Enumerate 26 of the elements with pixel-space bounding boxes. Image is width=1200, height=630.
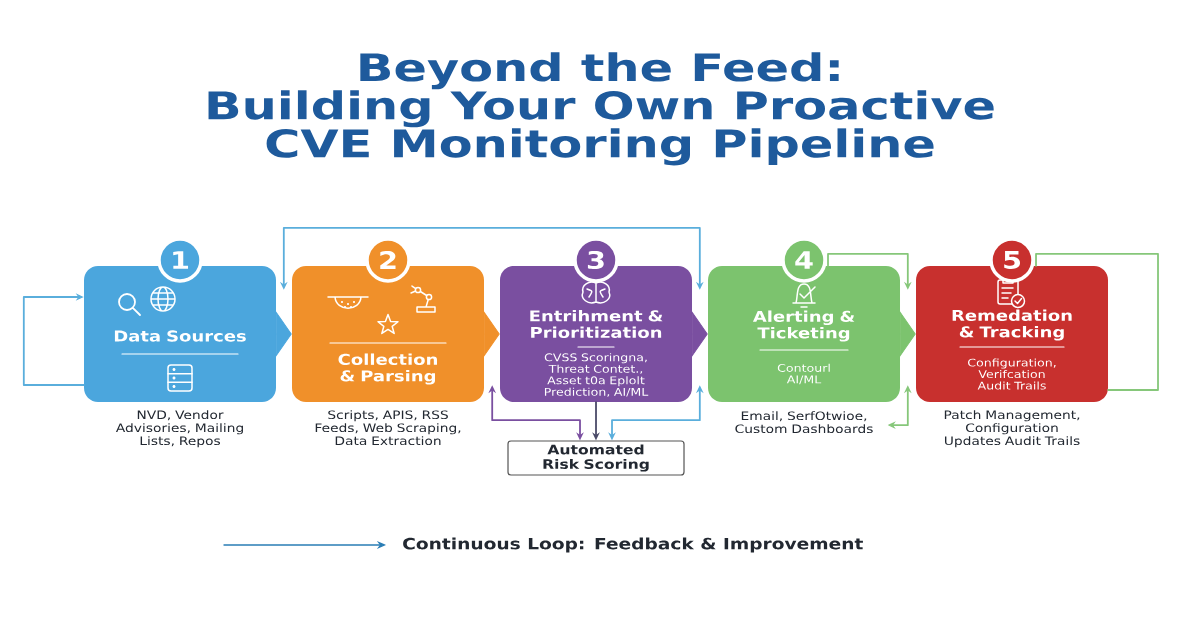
chevron-arrow (691, 312, 708, 356)
step-title: Remedation & Tracking (952, 309, 1072, 341)
step-title: Alerting & Ticketing (752, 310, 855, 342)
step-title: Entrihment & Prioritization (530, 309, 663, 339)
connector-line (1035, 252, 1159, 391)
arrow (22, 293, 85, 386)
step-number: 2 (365, 237, 411, 283)
step-details: Scripts, APIS, RSS Feeds, Web Scraping, Data Extraction (315, 410, 461, 446)
step-number: 3 (573, 237, 619, 283)
step-description: Configuration, Verifcation Audit Trails (968, 358, 1056, 390)
step-number: 5 (989, 237, 1035, 283)
legend-text: Continuous Loop: Feedback & Improvement (403, 537, 863, 553)
step-title: Collection & Parsing (338, 353, 437, 385)
step-number: 1 (157, 237, 203, 283)
chevron-arrow (275, 312, 292, 356)
step-description: CVSS Scoringna, Threat Contet., Asset t0a Eplolt Prediction, AI/ML (544, 353, 649, 397)
step-description: Contourl AI/ML (777, 363, 830, 385)
step-number: 4 (781, 237, 827, 283)
step-title: Data Sources (114, 330, 246, 342)
step-details: NVD, Vendor Advisories, Mailing Lists, Repos (115, 410, 243, 448)
result-box: Automated Risk Scoring (507, 440, 685, 476)
chevron-arrow (899, 312, 916, 356)
title: Beyond the Feed: Building Your Own Proactive CVE Monitoring Pipeline (208, 52, 994, 166)
details-text: Email, SerfOtwioe, Custom Dashboards (735, 411, 873, 434)
step-details: Patch Management, Configuration Updates Audit Trails (944, 410, 1080, 448)
chevron-arrow (483, 312, 500, 356)
